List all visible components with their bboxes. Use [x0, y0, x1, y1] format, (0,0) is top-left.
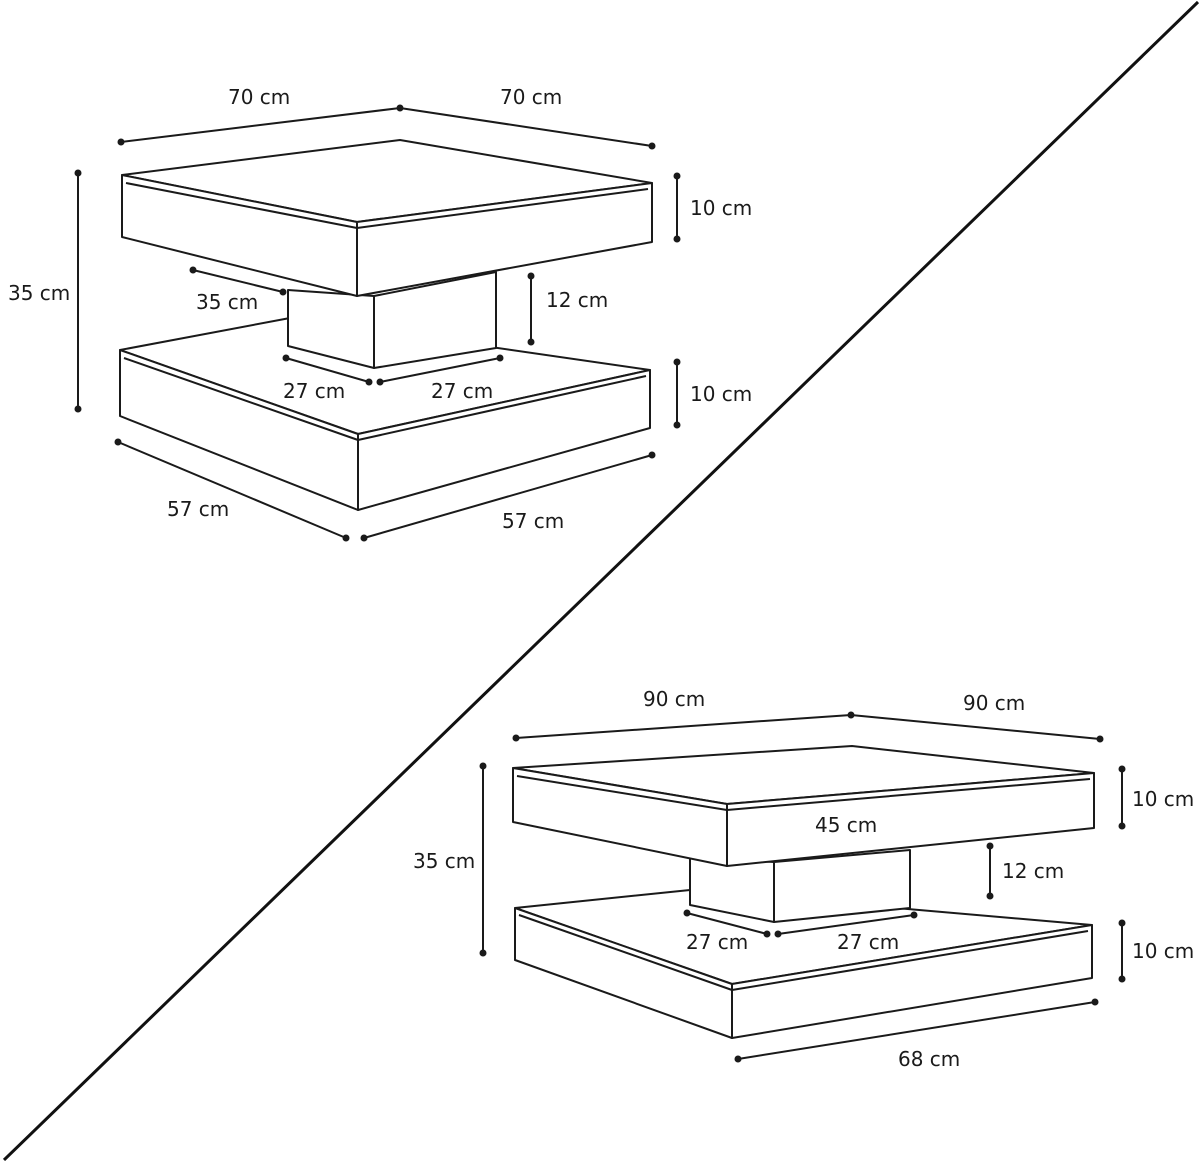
small-base-width-left-label: 57 cm: [167, 497, 229, 521]
large-table: 90 cm 90 cm 35 cm 10 cm 45 cm 12 cm 27 c…: [413, 687, 1194, 1071]
small-pillar-half-left-label: 27 cm: [283, 379, 345, 403]
large-top-thickness-label: 10 cm: [1132, 787, 1194, 811]
large-table-base: [514, 889, 1093, 1039]
large-table-pillar: [689, 849, 911, 923]
large-top-width-left-label: 90 cm: [643, 687, 705, 711]
small-gap-height-label: 12 cm: [546, 288, 608, 312]
small-table-base: [119, 317, 651, 511]
small-base-width-right-label: 57 cm: [502, 509, 564, 533]
small-top-width-left-label: 70 cm: [228, 85, 290, 109]
large-base-width-label: 68 cm: [898, 1047, 960, 1071]
large-pillar-half-right-label: 27 cm: [837, 930, 899, 954]
small-top-width-right-label: 70 cm: [500, 85, 562, 109]
small-total-height-label: 35 cm: [8, 281, 70, 305]
small-table-top: [121, 139, 653, 297]
large-gap-height-label: 12 cm: [1002, 859, 1064, 883]
large-top-inner-label: 45 cm: [815, 813, 877, 837]
large-table-top: [512, 745, 1095, 867]
large-base-thickness-label: 10 cm: [1132, 939, 1194, 963]
small-base-thickness-label: 10 cm: [690, 382, 752, 406]
small-table: 70 cm 70 cm 35 cm 10 cm 35 cm 12 cm 27 c…: [8, 85, 752, 542]
large-pillar-half-left-label: 27 cm: [686, 930, 748, 954]
large-table-dimensions: [479, 711, 1126, 1063]
small-table-dimensions: [74, 104, 681, 542]
small-table-pillar: [287, 271, 497, 369]
large-top-width-right-label: 90 cm: [963, 691, 1025, 715]
small-pillar-depth-label: 35 cm: [196, 290, 258, 314]
small-top-thickness-label: 10 cm: [690, 196, 752, 220]
large-total-height-label: 35 cm: [413, 849, 475, 873]
small-pillar-half-right-label: 27 cm: [431, 379, 493, 403]
